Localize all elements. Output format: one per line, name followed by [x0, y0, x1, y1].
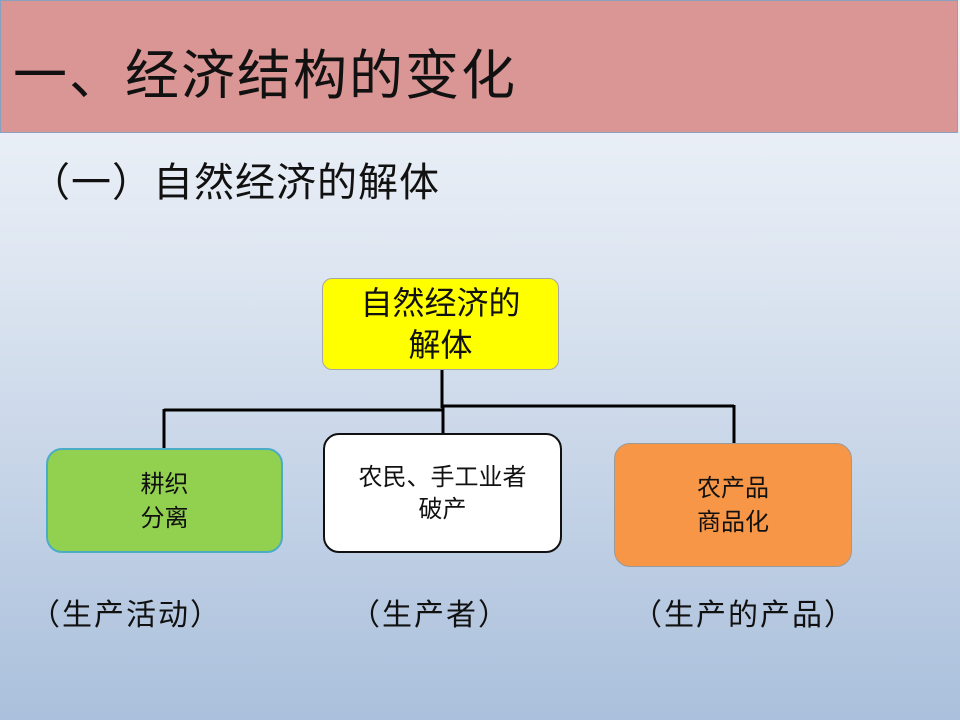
diagram-node-weaving-separation: 耕织 分离 — [46, 448, 283, 553]
diagram-root-node: 自然经济的 解体 — [322, 278, 559, 370]
caption-production-activity: （生产活动） — [30, 598, 222, 633]
diagram-node-commodification: 农产品 商品化 — [614, 443, 852, 567]
section-subtitle: （一）自然经济的解体 — [30, 160, 440, 206]
page-title: 一、经济结构的变化 — [13, 44, 517, 107]
caption-producers: （生产者） — [350, 598, 510, 633]
title-bar: 一、经济结构的变化 — [0, 0, 958, 133]
diagram-node-producers-bankrupt: 农民、手工业者 破产 — [323, 433, 562, 553]
caption-products: （生产的产品） — [632, 598, 856, 633]
